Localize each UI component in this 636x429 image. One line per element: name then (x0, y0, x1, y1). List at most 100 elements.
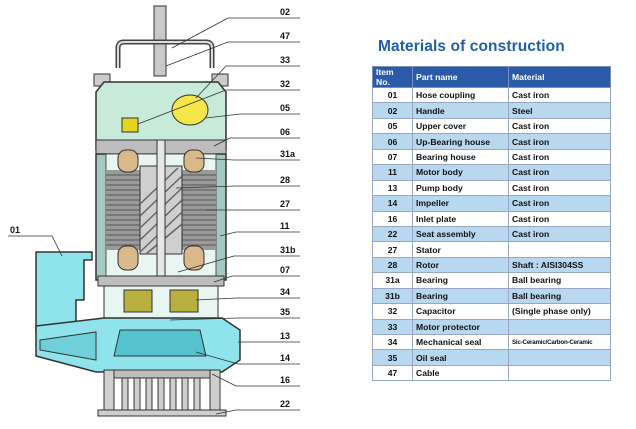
callout-34: 34 (280, 287, 290, 297)
material: Cast iron (508, 179, 611, 197)
part-name: Inlet plate (412, 210, 509, 227)
part-name: Capacitor (412, 303, 509, 320)
callout-01: 01 (10, 225, 20, 235)
inlet-plate (109, 369, 215, 379)
header-material: Material (508, 66, 611, 88)
pump-cross-section-diagram: 02 47 33 32 05 06 31a 28 27 11 31b 07 34… (8, 5, 300, 417)
page-title: Materials of construction (378, 38, 565, 55)
part-name: Cable (412, 364, 509, 382)
part-name: Bearing house (412, 148, 509, 166)
seat-assembly (97, 369, 227, 417)
callout-02: 02 (280, 7, 290, 17)
material: (Single phase only) (508, 303, 611, 320)
windings (117, 149, 205, 271)
mechanical-seal (123, 289, 199, 313)
part-name: Motor protector (412, 318, 509, 336)
item-no: 14 (372, 195, 413, 212)
material (508, 241, 611, 258)
part-name: Bearing (412, 287, 509, 305)
bearing-house (97, 275, 225, 287)
callout-06: 06 (280, 127, 290, 137)
item-no: 31a (372, 272, 413, 289)
material: Cast iron (508, 195, 611, 212)
callout-31b: 31b (280, 245, 296, 255)
callout-11: 11 (280, 221, 290, 231)
capacitor (171, 94, 209, 126)
material: Cast iron (508, 117, 611, 135)
part-name: Hose coupling (412, 86, 509, 104)
part-name: Mechanical seal (412, 333, 509, 351)
impeller (113, 329, 207, 357)
callout-31a: 31a (280, 149, 296, 159)
item-no: 31b (372, 287, 413, 305)
callout-14: 14 (280, 353, 290, 363)
item-no: 11 (372, 164, 413, 181)
table-header-row: Item No. Part name Material (372, 66, 611, 88)
material: Cast iron (508, 148, 611, 166)
callout-27: 27 (280, 199, 290, 209)
callout-16: 16 (280, 375, 290, 385)
part-name: Rotor (412, 256, 509, 274)
item-no: 07 (372, 148, 413, 166)
material: Steel (508, 102, 611, 119)
material: Cast iron (508, 86, 611, 104)
header-item-no: Item No. (372, 66, 413, 88)
material (508, 318, 611, 336)
item-no: 06 (372, 133, 413, 150)
material: Shaft : AISI304SS (508, 256, 611, 274)
item-no: 01 (372, 86, 413, 104)
part-name: Stator (412, 241, 509, 258)
material: Cast iron (508, 164, 611, 181)
part-name: Up-Bearing house (412, 133, 509, 150)
item-no: 05 (372, 117, 413, 135)
callout-07: 07 (280, 265, 290, 275)
item-no: 47 (372, 364, 413, 382)
item-no: 13 (372, 179, 413, 197)
material: Ball bearing (508, 287, 611, 305)
material: Ball bearing (508, 272, 611, 289)
callout-13: 13 (280, 331, 290, 341)
item-no: 35 (372, 349, 413, 366)
part-name: Seat assembly (412, 225, 509, 243)
callout-33: 33 (280, 55, 290, 65)
callout-05: 05 (280, 103, 290, 113)
material (508, 364, 611, 382)
item-no: 16 (372, 210, 413, 227)
item-no: 02 (372, 102, 413, 119)
material: Cast iron (508, 210, 611, 227)
header-part-name: Part name (412, 66, 509, 88)
part-name: Handle (412, 102, 509, 119)
item-no: 33 (372, 318, 413, 336)
callout-22: 22 (280, 399, 290, 409)
item-no: 27 (372, 241, 413, 258)
item-no: 28 (372, 256, 413, 274)
part-name: Impeller (412, 195, 509, 212)
callout-47: 47 (280, 31, 290, 41)
material: Sic-Ceramic/Carbon-Ceramic (508, 333, 611, 351)
item-no: 22 (372, 225, 413, 243)
item-no: 32 (372, 303, 413, 320)
part-name: Pump body (412, 179, 509, 197)
part-name: Upper cover (412, 117, 509, 135)
callout-32: 32 (280, 79, 290, 89)
motor-protector (121, 117, 139, 133)
material (508, 349, 611, 366)
